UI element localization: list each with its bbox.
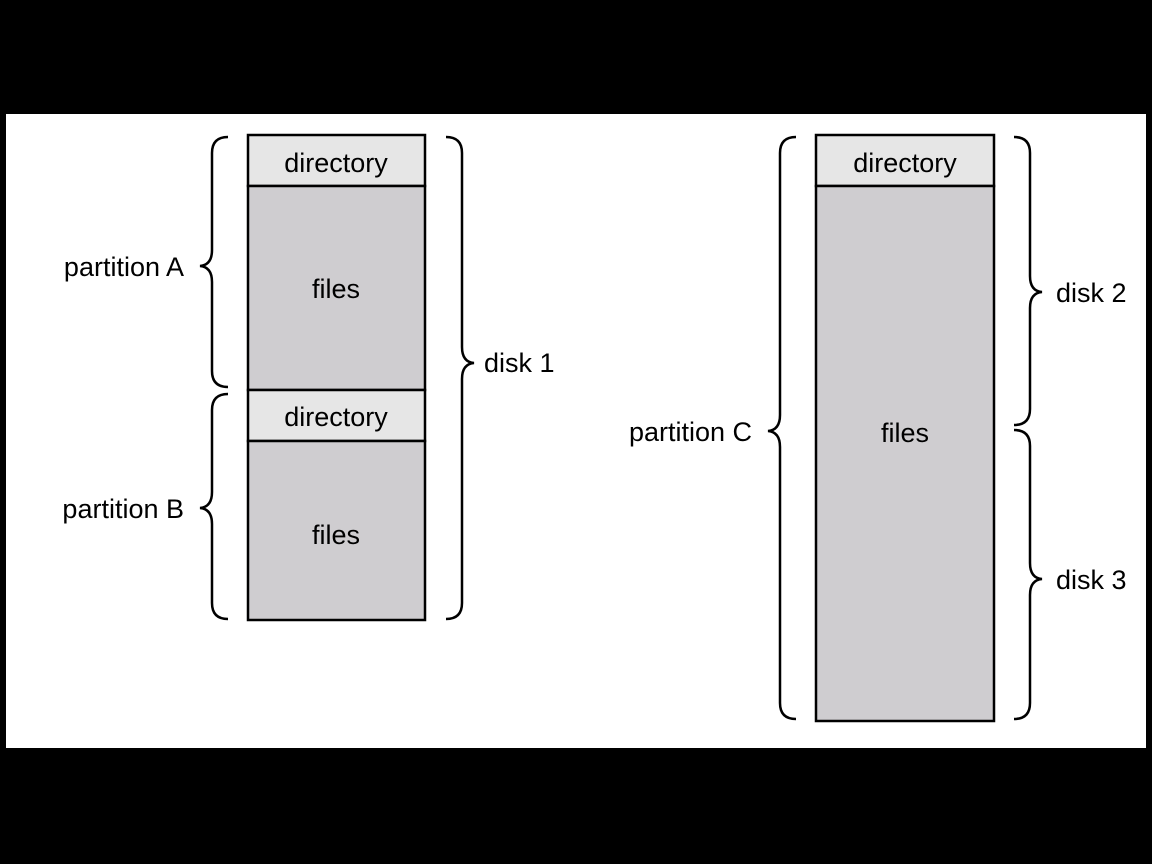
partition-a-brace bbox=[199, 135, 229, 389]
disk-1-brace bbox=[445, 135, 475, 621]
disk-3-brace bbox=[1013, 428, 1043, 721]
directory-label-b: directory bbox=[284, 402, 388, 432]
partition-c-label: partition C bbox=[629, 417, 752, 447]
disk-2-label: disk 2 bbox=[1056, 278, 1127, 308]
directory-block-b bbox=[246, 388, 427, 443]
disk-3-label: disk 3 bbox=[1056, 565, 1127, 595]
files-label-c: files bbox=[881, 418, 929, 448]
files-label-a: files bbox=[312, 274, 360, 304]
disk-2-brace bbox=[1013, 135, 1043, 427]
partition-b-label: partition B bbox=[62, 494, 184, 524]
disk-1-label: disk 1 bbox=[484, 348, 555, 378]
partition-c-column: directory files partition C disk 2 disk … bbox=[629, 133, 1127, 723]
partition-c-brace bbox=[767, 135, 797, 721]
files-label-b: files bbox=[312, 520, 360, 550]
directory-label-a: directory bbox=[284, 148, 388, 178]
files-block-c bbox=[814, 184, 996, 723]
disk-1-column: directory files directory files partitio… bbox=[62, 133, 555, 622]
directory-label-c: directory bbox=[853, 148, 957, 178]
partition-b-brace bbox=[199, 392, 229, 621]
directory-block-c bbox=[814, 133, 996, 188]
files-block-a bbox=[246, 184, 427, 392]
files-block-b bbox=[246, 439, 427, 622]
partition-a-label: partition A bbox=[64, 252, 184, 282]
